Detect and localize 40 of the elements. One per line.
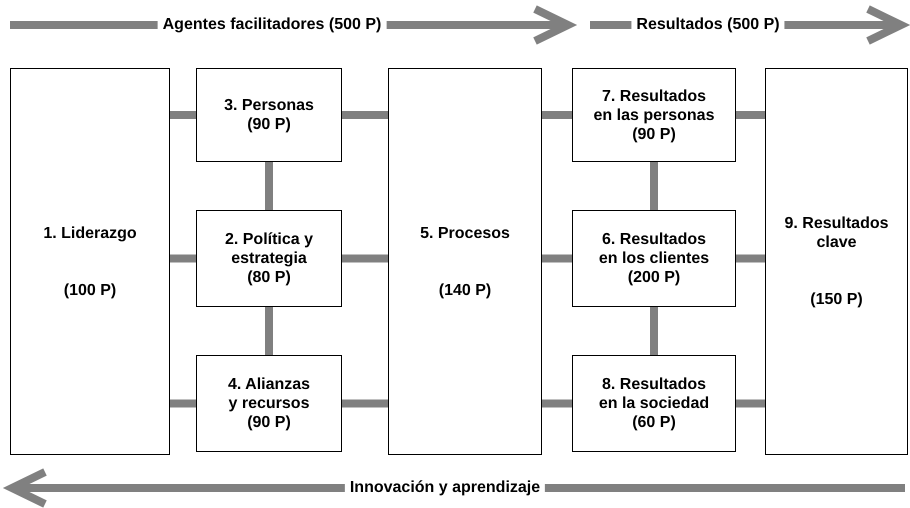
- criterion-box: [388, 68, 542, 455]
- criterion-text: 1. Liderazgo: [42, 224, 138, 242]
- arrow-label: Agentes facilitadores (500 P): [158, 16, 386, 34]
- connector-bar: [736, 254, 765, 262]
- connector-bar: [170, 400, 196, 408]
- criterion-box: [10, 68, 170, 455]
- connector-bar: [170, 254, 196, 262]
- criterion-text: 8. Resultados en la sociedad (60 P): [598, 375, 710, 432]
- criterion-text: 3. Personas (90 P): [223, 96, 315, 134]
- connector-bar: [342, 400, 388, 408]
- criterion-text: (140 P): [438, 280, 492, 300]
- criterion-text: 4. Alianzas y recursos (90 P): [226, 375, 312, 432]
- connector-bar: [265, 162, 273, 210]
- criterion-box: [572, 355, 736, 452]
- criterion-text: 9. Resultados clave: [783, 214, 890, 252]
- criterion-text: (150 P): [809, 290, 864, 309]
- connector-bar: [650, 307, 658, 355]
- connector-bar: [542, 111, 572, 119]
- criterion-text: 2. Política y estrategia (80 P): [224, 230, 314, 287]
- arrow-label: Innovación y aprendizaje: [344, 479, 546, 497]
- connector-bar: [265, 307, 273, 355]
- criterion-box: [196, 355, 342, 452]
- criterion-text: 7. Resultados en las personas (90 P): [592, 86, 716, 144]
- connector-bar: [542, 400, 572, 408]
- connector-bar: [650, 162, 658, 210]
- criterion-text: 6. Resultados en los clientes (200 P): [598, 230, 710, 287]
- connector-bar: [736, 111, 765, 119]
- connector-bar: [342, 254, 388, 262]
- criterion-box: [572, 68, 736, 162]
- connector-bar: [170, 111, 196, 119]
- criterion-box: [765, 68, 908, 455]
- criterion-box: [196, 68, 342, 162]
- criterion-box: [572, 210, 736, 307]
- arrow-label: Resultados (500 P): [631, 16, 785, 34]
- criterion-text: 5. Procesos: [419, 224, 511, 242]
- connector-bar: [736, 400, 765, 408]
- criterion-text: (100 P): [62, 280, 118, 300]
- criterion-box: [196, 210, 342, 307]
- connector-bar: [542, 254, 572, 262]
- connector-bar: [342, 111, 388, 119]
